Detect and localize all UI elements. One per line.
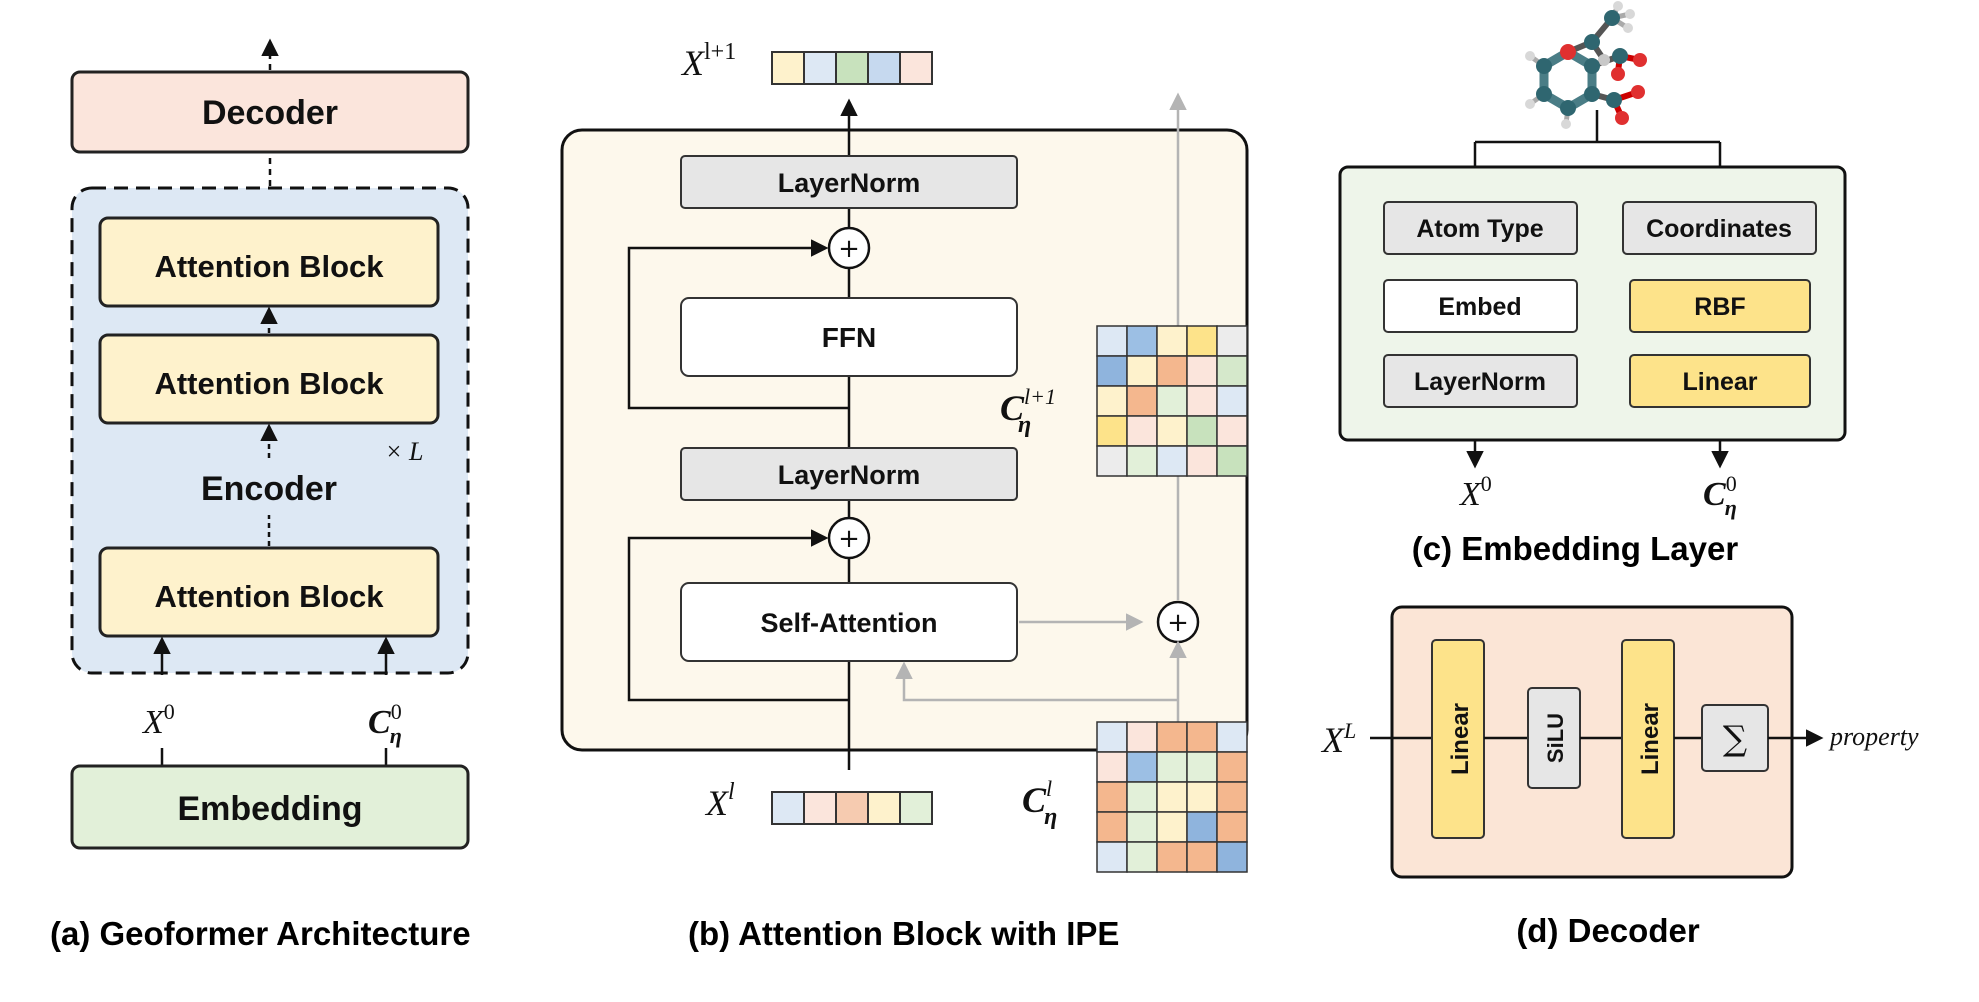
attention-block-1 bbox=[98, 216, 440, 308]
panel-d-decoder: XL Linear SiLU Linear ∑ property (d) Dec… bbox=[1320, 605, 1919, 949]
silu-label: SiLU bbox=[1543, 713, 1568, 763]
x0-label: X0 bbox=[141, 699, 175, 741]
add-node-top-symbol: + bbox=[838, 234, 860, 264]
molecule-icon bbox=[1525, 1, 1647, 129]
layernorm-top-box bbox=[680, 155, 1018, 209]
caption-a: (a) Geoformer Architecture bbox=[50, 915, 471, 952]
linear-c-box bbox=[1629, 354, 1811, 408]
panel-b-attention-block: Xl+1 LayerNorm + FFN LayerNorm + Self-At… bbox=[560, 39, 1249, 952]
encoder-label: Encoder bbox=[201, 470, 337, 508]
c-in-matrix bbox=[1096, 721, 1248, 873]
panel-c-embedding-layer: Atom Type Coordinates Embed RBF LayerNor… bbox=[1338, 1, 1847, 567]
caption-c: (c) Embedding Layer bbox=[1412, 530, 1739, 567]
c-out-matrix bbox=[1096, 325, 1248, 477]
add-node-mid bbox=[827, 516, 871, 560]
residual-1-path bbox=[627, 529, 849, 702]
xl-label: XL bbox=[1320, 718, 1356, 760]
add-node-top bbox=[827, 226, 871, 270]
ipe-add-node-symbol: + bbox=[1167, 608, 1189, 638]
x0-c-label: X0 bbox=[1458, 471, 1492, 513]
coordinates-box bbox=[1622, 201, 1817, 255]
panel-a-geoformer-architecture: Decoder Attention Block Attention Block … bbox=[50, 38, 471, 952]
self-attention-label: Self-Attention bbox=[761, 608, 938, 638]
embedding-box bbox=[70, 764, 470, 850]
decoder-label: Decoder bbox=[202, 94, 338, 132]
ffn-box bbox=[680, 297, 1018, 377]
linear-c-label: Linear bbox=[1682, 368, 1757, 396]
embed-box bbox=[1383, 279, 1578, 333]
x-in-vector bbox=[771, 791, 933, 825]
layernorm-top-label: LayerNorm bbox=[778, 168, 921, 198]
layernorm-mid-box bbox=[680, 447, 1018, 501]
gray-cin-to-attention bbox=[895, 661, 1178, 702]
atom-type-label: Atom Type bbox=[1416, 215, 1543, 243]
attention-block-2 bbox=[98, 333, 440, 425]
rbf-label: RBF bbox=[1694, 293, 1745, 321]
layernorm-c-label: LayerNorm bbox=[1414, 368, 1546, 396]
linear-1-label: Linear bbox=[1447, 703, 1474, 775]
caption-d: (d) Decoder bbox=[1516, 912, 1700, 949]
layernorm-mid-label: LayerNorm bbox=[778, 460, 921, 490]
decoder-panel bbox=[1390, 605, 1794, 879]
attention-block-2-label: Attention Block bbox=[154, 366, 384, 401]
embedding-label: Embedding bbox=[177, 790, 362, 828]
residual-2-path bbox=[627, 239, 849, 410]
add-node-mid-symbol: + bbox=[838, 524, 860, 554]
ffn-label: FFN bbox=[822, 322, 876, 353]
attention-block-1-label: Attention Block bbox=[154, 249, 384, 284]
x-in-label: Xl bbox=[704, 779, 735, 823]
molecule-split-line bbox=[1475, 110, 1720, 144]
linear-2-label: Linear bbox=[1637, 703, 1664, 775]
property-label: property bbox=[1828, 722, 1919, 751]
self-attention-box bbox=[680, 582, 1018, 662]
rbf-box bbox=[1629, 279, 1811, 333]
attention-block-3 bbox=[98, 546, 440, 638]
x-out-vector bbox=[771, 51, 933, 85]
decoder-box bbox=[70, 70, 470, 154]
attention-block-3-label: Attention Block bbox=[154, 579, 384, 614]
coordinates-label: Coordinates bbox=[1646, 215, 1792, 243]
layernorm-c-box bbox=[1383, 354, 1578, 408]
embed-label: Embed bbox=[1438, 293, 1521, 321]
atom-type-box bbox=[1383, 201, 1578, 255]
x-out-label: Xl+1 bbox=[680, 39, 736, 83]
sum-symbol: ∑ bbox=[1723, 719, 1747, 759]
caption-b: (b) Attention Block with IPE bbox=[688, 915, 1119, 952]
repeat-label: × L bbox=[385, 437, 424, 466]
